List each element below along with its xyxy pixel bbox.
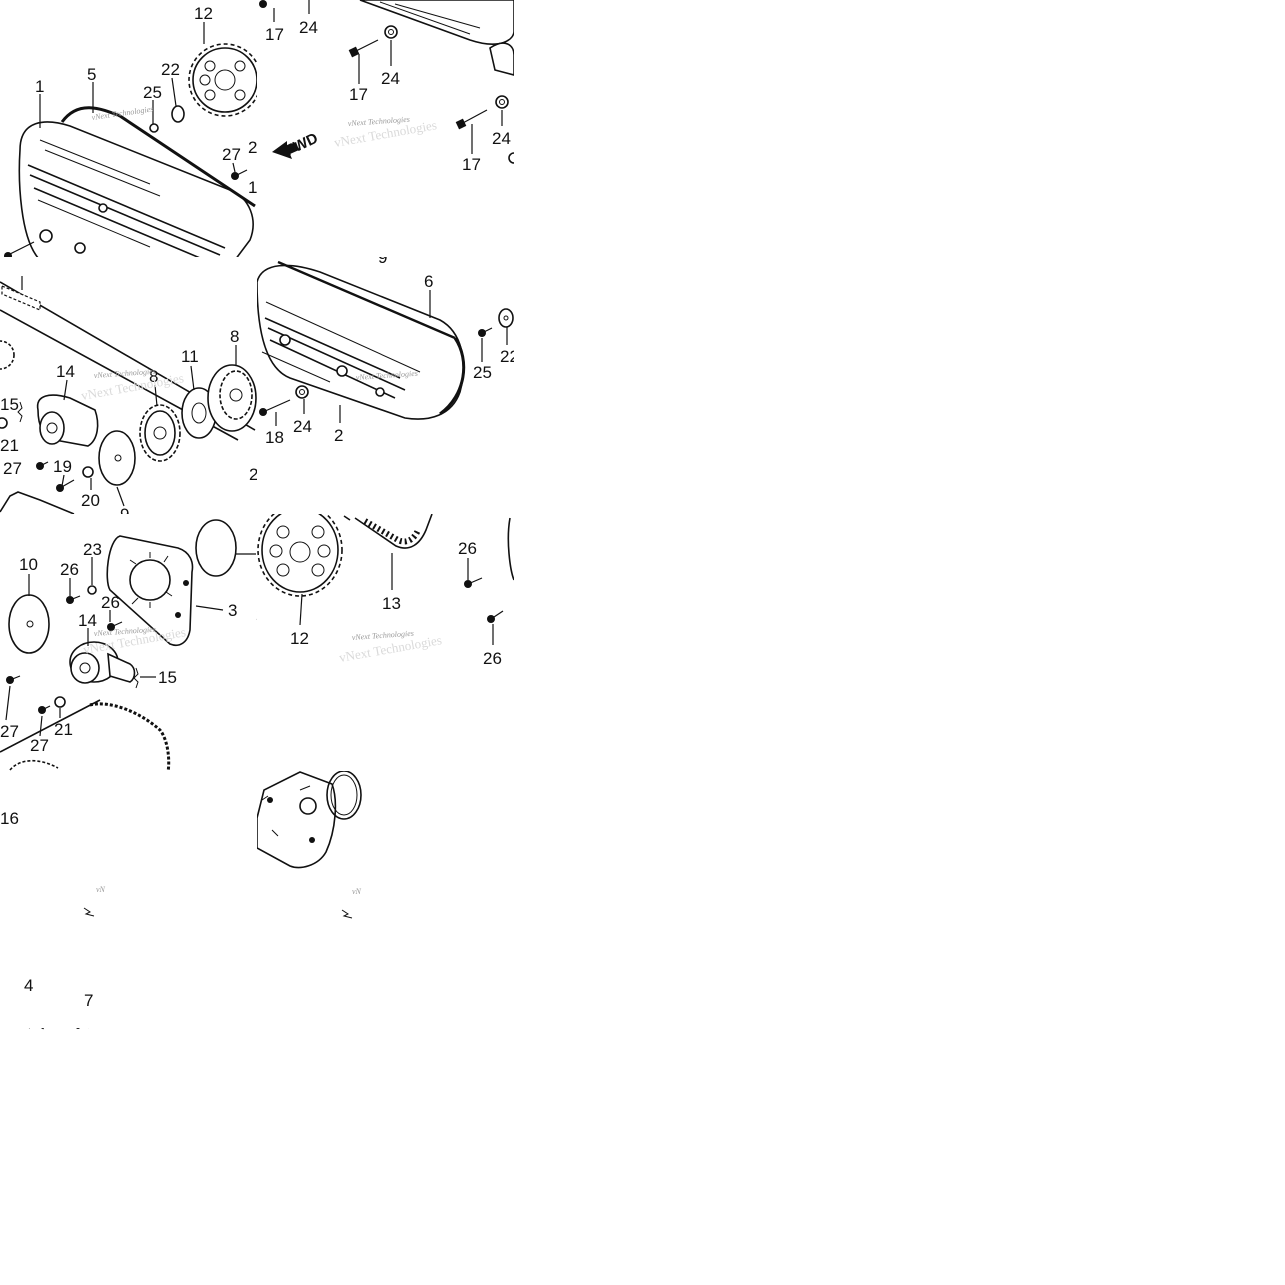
callout: 20 (81, 491, 100, 510)
watermark-fragment: vN (352, 887, 362, 896)
callout: 26 (101, 593, 120, 612)
callout: 1 (35, 77, 44, 96)
callout: 8 (149, 367, 158, 386)
tile-5-back-plate: 10 26 23 26 14 3 15 27 27 21 2 vNext Tec… (0, 519, 265, 771)
callout: 14 (56, 362, 75, 381)
callout: 13 (382, 594, 401, 613)
callout: 27 (0, 722, 19, 741)
callout: 12 (290, 629, 309, 648)
callout: 2 (249, 465, 258, 484)
callout: 24 (293, 417, 312, 436)
tile-3-tensioner: 14 15 21 27 19 20 8 11 8 9 2 vNext Techn… (0, 276, 258, 524)
callout: 15 (158, 668, 177, 687)
callout: 16 (0, 809, 19, 828)
callout: 17 (462, 155, 481, 174)
callout: 13 (14, 255, 33, 274)
callout: 3 (228, 601, 237, 620)
tile-6-pulley-belt: 26 13 12 26 vNext Technologies vNext Tec… (257, 514, 514, 668)
watermark-text: vNext Technologies (352, 629, 415, 642)
callout: 19 (53, 457, 72, 476)
tile-9-labels: 4 7 (24, 976, 93, 1010)
watermark-text: vNext Technologies (348, 115, 411, 128)
callout: 23 (83, 540, 102, 559)
callout: 24 (248, 138, 267, 157)
callout: 14 (78, 611, 97, 630)
tile-7: 16 vN (0, 809, 106, 917)
tile-4-inner-cover: 9 6 25 22 18 24 2 vNext Technologies (257, 248, 519, 447)
tile-2-bolts: FWD 17 24 17 24 17 24 vNext Technologies… (259, 0, 514, 174)
callout: 21 (54, 720, 73, 739)
callout: 17 (349, 85, 368, 104)
watermark-text: vNext Technologies (94, 367, 157, 380)
watermark-text: vNext Technologies (94, 625, 157, 638)
callout: 9 (120, 505, 129, 524)
callout: 22 (161, 60, 180, 79)
tile-8-back-plate: vN (257, 771, 362, 919)
watermark-text: vNext Technologies (356, 369, 419, 382)
callout: 27 (222, 145, 241, 164)
callout: 24 (381, 69, 400, 88)
callout: 7 (84, 991, 93, 1010)
callout: 26 (60, 560, 79, 579)
callout: 26 (483, 649, 502, 668)
callout: 15 (0, 395, 19, 414)
tile-1-outer-cover: 1 5 25 22 12 27 17 24 13 vNext Technolog… (4, 4, 267, 274)
callout: 4 (24, 976, 33, 995)
callout: 6 (424, 272, 433, 291)
callout: 25 (143, 83, 162, 102)
fwd-label: FWD (283, 130, 321, 160)
callout: 18 (265, 428, 284, 447)
callout: 5 (87, 65, 96, 84)
callout: 11 (181, 347, 199, 366)
callout: 24 (492, 129, 511, 148)
callout: 24 (299, 18, 318, 37)
callout: 12 (194, 4, 213, 23)
callout: 8 (230, 327, 239, 346)
callout: 10 (19, 555, 38, 574)
callout: 17 (265, 25, 284, 44)
watermark-fragment: vN (96, 885, 106, 894)
callout: 22 (500, 347, 519, 366)
callout: 9 (378, 248, 387, 267)
callout: 27 (3, 459, 22, 478)
callout: 21 (0, 436, 19, 455)
tile-9 (28, 1028, 89, 1030)
callout: 2 (334, 426, 343, 445)
callout: 26 (458, 539, 477, 558)
callout: 25 (473, 363, 492, 382)
callout: 17 (248, 178, 267, 197)
callout: 2 (256, 605, 265, 624)
callout: 27 (30, 736, 49, 755)
